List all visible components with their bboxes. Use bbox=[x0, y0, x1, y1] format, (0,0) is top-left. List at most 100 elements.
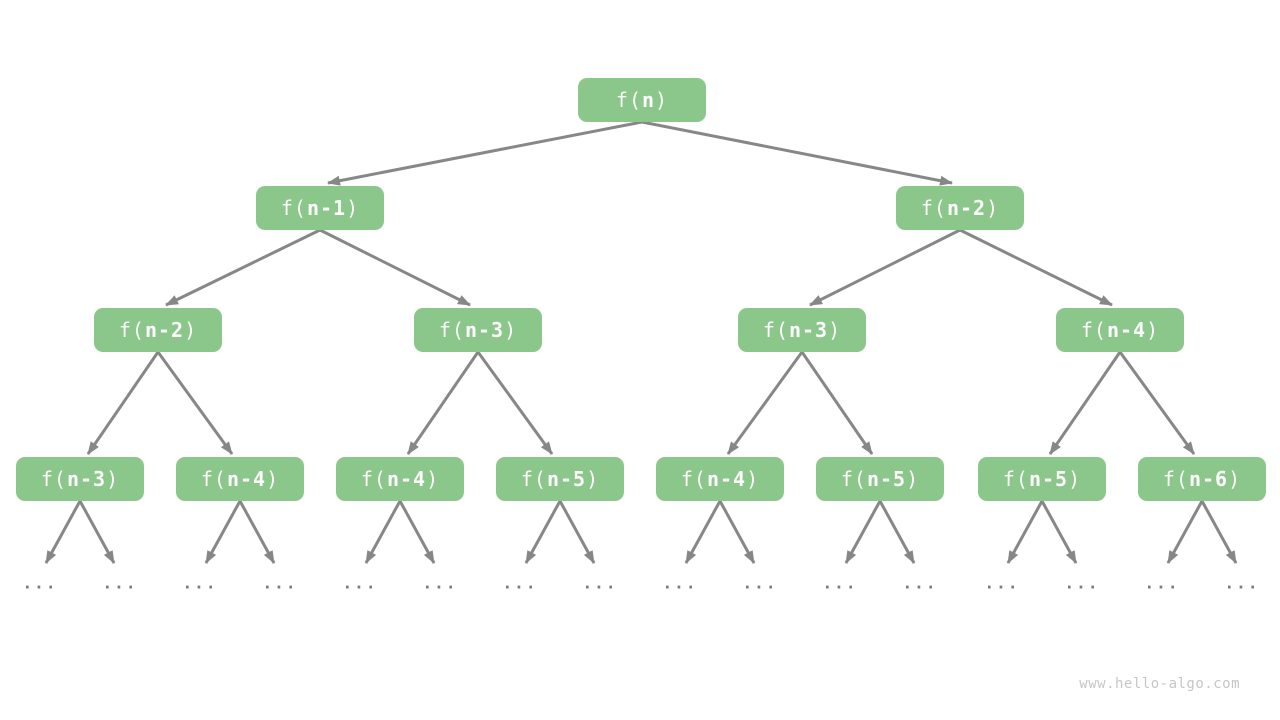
tree-edge bbox=[1166, 500, 1204, 564]
ellipsis-label: ... bbox=[422, 573, 458, 593]
ellipsis-label: ... bbox=[582, 573, 618, 593]
tree-edge bbox=[684, 500, 722, 564]
node-label-arg: n-2 bbox=[946, 196, 987, 220]
tree-edge bbox=[726, 351, 804, 455]
tree-edge bbox=[476, 351, 554, 455]
tree-edge bbox=[1006, 500, 1044, 564]
tree-edge bbox=[959, 228, 1113, 307]
node-label-prefix: f( bbox=[360, 467, 387, 491]
tree-node-fn-4: f(n-4) bbox=[336, 457, 464, 501]
tree-edge bbox=[1040, 500, 1078, 564]
tree-edge bbox=[878, 500, 916, 564]
node-label-suffix: ) bbox=[828, 318, 842, 342]
node-label-suffix: ) bbox=[655, 88, 669, 112]
node-label-prefix: f( bbox=[40, 467, 67, 491]
node-label-prefix: f( bbox=[615, 88, 642, 112]
tree-edge bbox=[1048, 351, 1122, 455]
node-label-suffix: ) bbox=[746, 467, 760, 491]
node-label-prefix: f( bbox=[920, 196, 947, 220]
node-label-suffix: ) bbox=[426, 467, 440, 491]
tree-node-fn-3: f(n-3) bbox=[414, 308, 542, 352]
node-label-suffix: ) bbox=[1228, 467, 1242, 491]
ellipsis-label: ... bbox=[502, 573, 538, 593]
tree-edge bbox=[809, 228, 961, 307]
tree-node-fn-6: f(n-6) bbox=[1138, 457, 1266, 501]
tree-node-fn-3: f(n-3) bbox=[738, 308, 866, 352]
node-label-arg: n bbox=[642, 88, 656, 112]
tree-edge bbox=[327, 120, 643, 186]
node-label-suffix: ) bbox=[106, 467, 120, 491]
node-label-prefix: f( bbox=[200, 467, 227, 491]
tree-edge bbox=[78, 500, 116, 564]
node-label-arg: n-4 bbox=[386, 467, 427, 491]
node-label-prefix: f( bbox=[840, 467, 867, 491]
node-label-prefix: f( bbox=[118, 318, 145, 342]
tree-edge bbox=[558, 500, 596, 564]
tree-node-fn-5: f(n-5) bbox=[496, 457, 624, 501]
tree-edge bbox=[844, 500, 882, 564]
node-label-suffix: ) bbox=[1146, 318, 1160, 342]
ellipsis-label: ... bbox=[182, 573, 218, 593]
node-label-prefix: f( bbox=[280, 196, 307, 220]
node-label-suffix: ) bbox=[1068, 467, 1082, 491]
watermark: www.hello-algo.com bbox=[1079, 676, 1240, 692]
tree-edge bbox=[641, 120, 953, 186]
tree-edge bbox=[319, 228, 471, 307]
ellipsis-label: ... bbox=[262, 573, 298, 593]
node-label-prefix: f( bbox=[1080, 318, 1107, 342]
node-label-arg: n-4 bbox=[1106, 318, 1147, 342]
node-label-suffix: ) bbox=[346, 196, 360, 220]
tree-node-fn-3: f(n-3) bbox=[16, 457, 144, 501]
tree-edge bbox=[1118, 351, 1196, 455]
node-label-suffix: ) bbox=[266, 467, 280, 491]
node-label-arg: n-6 bbox=[1188, 467, 1229, 491]
tree-edge bbox=[1200, 500, 1238, 564]
node-label-arg: n-5 bbox=[1028, 467, 1069, 491]
ellipsis-label: ... bbox=[1144, 573, 1180, 593]
node-label-arg: n-5 bbox=[546, 467, 587, 491]
ellipsis-label: ... bbox=[742, 573, 778, 593]
node-label-arg: n-3 bbox=[464, 318, 505, 342]
node-label-arg: n-5 bbox=[866, 467, 907, 491]
node-label-prefix: f( bbox=[1002, 467, 1029, 491]
tree-edge bbox=[44, 500, 82, 564]
node-label-prefix: f( bbox=[680, 467, 707, 491]
tree-edge bbox=[800, 351, 874, 455]
ellipsis-label: ... bbox=[1224, 573, 1260, 593]
tree-edge bbox=[238, 500, 276, 564]
ellipsis-label: ... bbox=[984, 573, 1020, 593]
ellipsis-label: ... bbox=[102, 573, 138, 593]
node-label-arg: n-3 bbox=[66, 467, 107, 491]
tree-node-fn-5: f(n-5) bbox=[978, 457, 1106, 501]
ellipsis-label: ... bbox=[822, 573, 858, 593]
node-label-arg: n-4 bbox=[226, 467, 267, 491]
node-label-suffix: ) bbox=[586, 467, 600, 491]
node-label-suffix: ) bbox=[504, 318, 518, 342]
tree-edge bbox=[524, 500, 562, 564]
tree-node-fn-4: f(n-4) bbox=[1056, 308, 1184, 352]
node-label-prefix: f( bbox=[1162, 467, 1189, 491]
node-label-arg: n-1 bbox=[306, 196, 347, 220]
tree-edge bbox=[204, 500, 242, 564]
tree-edge bbox=[86, 351, 160, 455]
ellipsis-label: ... bbox=[662, 573, 698, 593]
tree-edge bbox=[165, 228, 321, 307]
tree-edge bbox=[718, 500, 756, 564]
node-label-arg: n-3 bbox=[788, 318, 829, 342]
tree-node-fn-4: f(n-4) bbox=[176, 457, 304, 501]
tree-node-fn-2: f(n-2) bbox=[94, 308, 222, 352]
node-label-suffix: ) bbox=[986, 196, 1000, 220]
node-label-suffix: ) bbox=[906, 467, 920, 491]
node-label-suffix: ) bbox=[184, 318, 198, 342]
tree-edge bbox=[398, 500, 436, 564]
tree-node-fn-4: f(n-4) bbox=[656, 457, 784, 501]
node-label-arg: n-4 bbox=[706, 467, 747, 491]
tree-node-fn-5: f(n-5) bbox=[816, 457, 944, 501]
node-label-prefix: f( bbox=[762, 318, 789, 342]
tree-node-fn: f(n) bbox=[578, 78, 706, 122]
node-label-prefix: f( bbox=[520, 467, 547, 491]
node-label-arg: n-2 bbox=[144, 318, 185, 342]
ellipsis-label: ... bbox=[902, 573, 938, 593]
